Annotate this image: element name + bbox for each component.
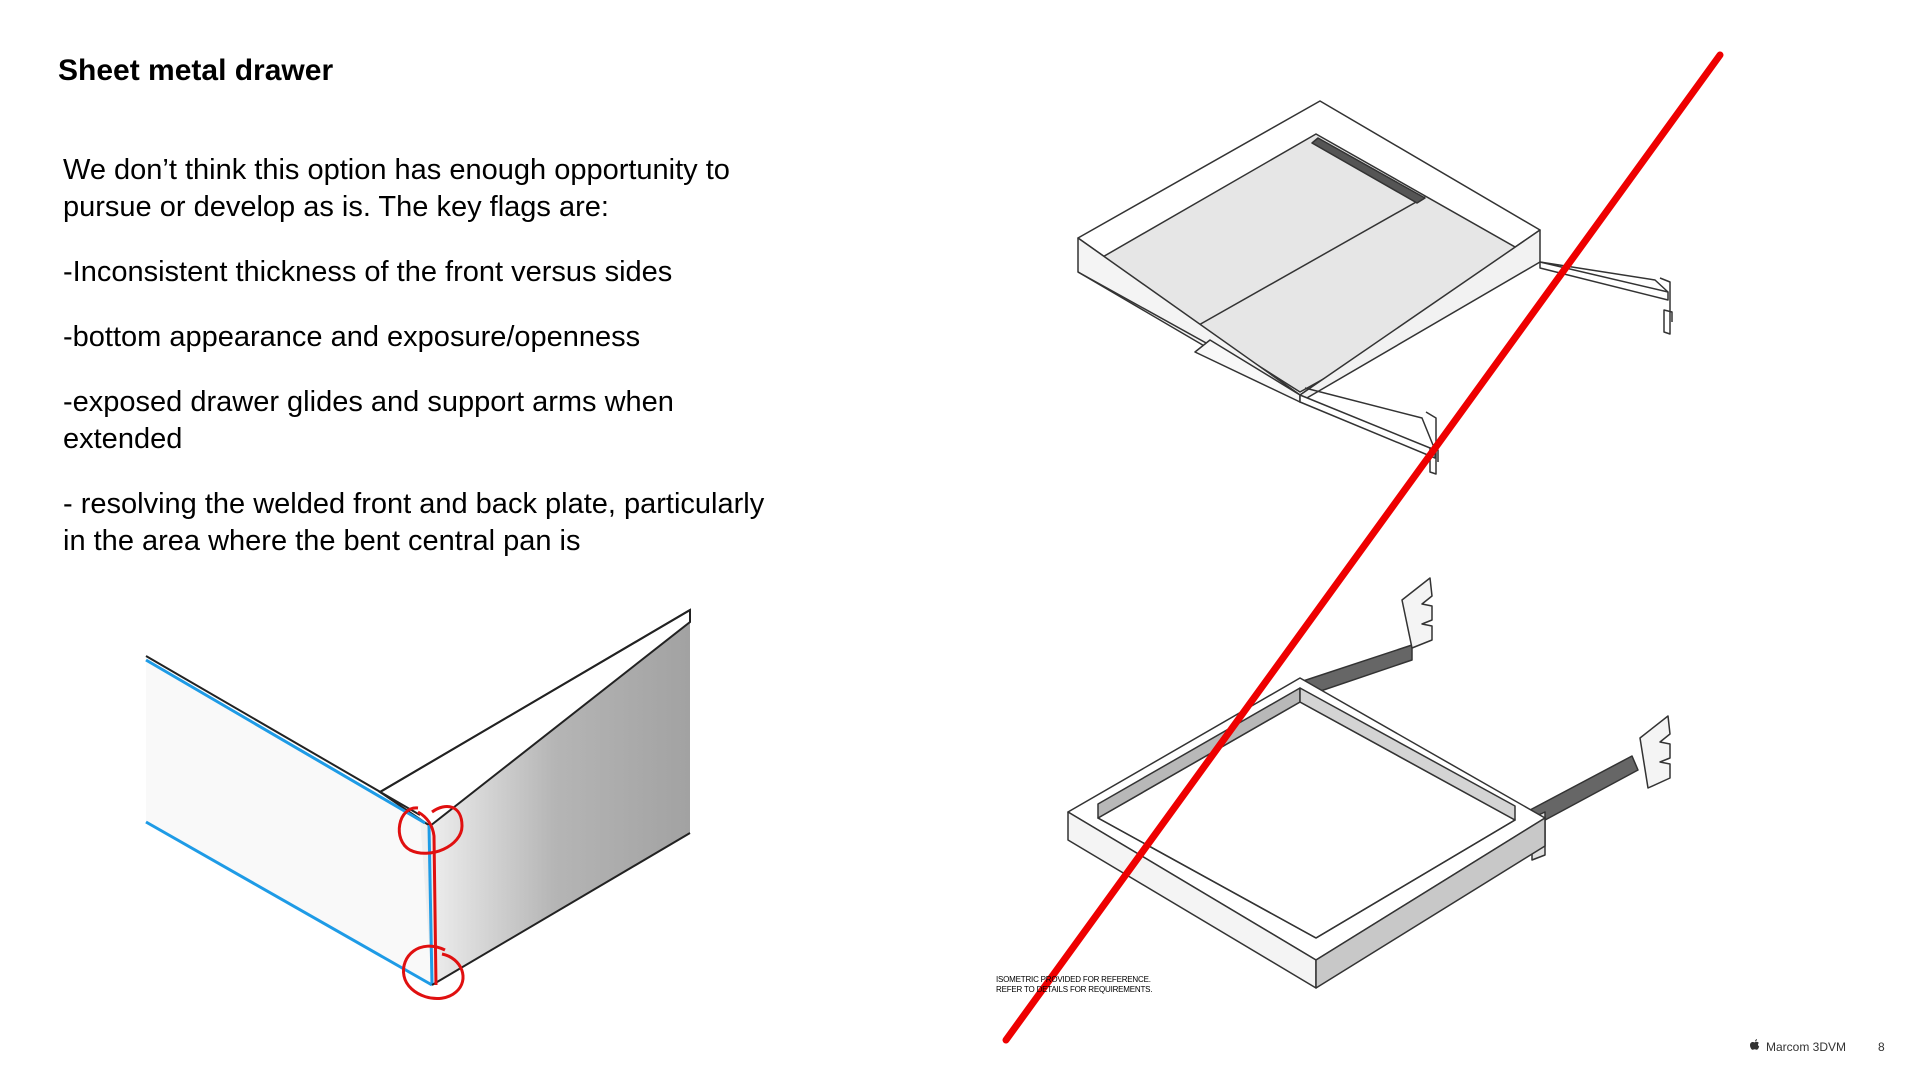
isometric-note: ISOMETRIC PROVIDED FOR REFERENCE. REFER … (996, 975, 1153, 995)
slide-rail-upper (1299, 261, 1673, 475)
footer: Marcom 3DVM 8 (1750, 1039, 1885, 1054)
isometric-note-line2: REFER TO DETAILS FOR REQUIREMENTS. (996, 985, 1153, 994)
rejection-strike-line (1002, 51, 1724, 1044)
glide-rail-back (1299, 577, 1433, 699)
flag-item-welded-plate: - resolving the welded front and back pl… (63, 488, 765, 557)
corner-detail (145, 608, 691, 1001)
glide-rail-front (1529, 715, 1671, 861)
flag-item-glides: -exposed drawer glides and support arms … (63, 386, 674, 455)
intro-paragraph: We don’t think this option has enough op… (63, 154, 730, 223)
drawer-top-isometric (1077, 100, 1673, 475)
flag-item-thickness: -Inconsistent thickness of the front ver… (63, 256, 673, 288)
markup-circle-bottom (402, 944, 465, 1001)
apple-logo-icon (1750, 1039, 1760, 1054)
page-number: 8 (1878, 1039, 1885, 1054)
flag-item-bottom: -bottom appearance and exposure/openness (63, 321, 641, 353)
slide-title: Sheet metal drawer (58, 54, 334, 87)
markup-circle-top (397, 805, 464, 855)
footer-brand: Marcom 3DVM (1766, 1039, 1847, 1054)
body-text: We don’t think this option has enough op… (63, 152, 783, 588)
isometric-note-line1: ISOMETRIC PROVIDED FOR REFERENCE. (996, 975, 1151, 984)
drawer-bottom-isometric (1067, 577, 1671, 989)
